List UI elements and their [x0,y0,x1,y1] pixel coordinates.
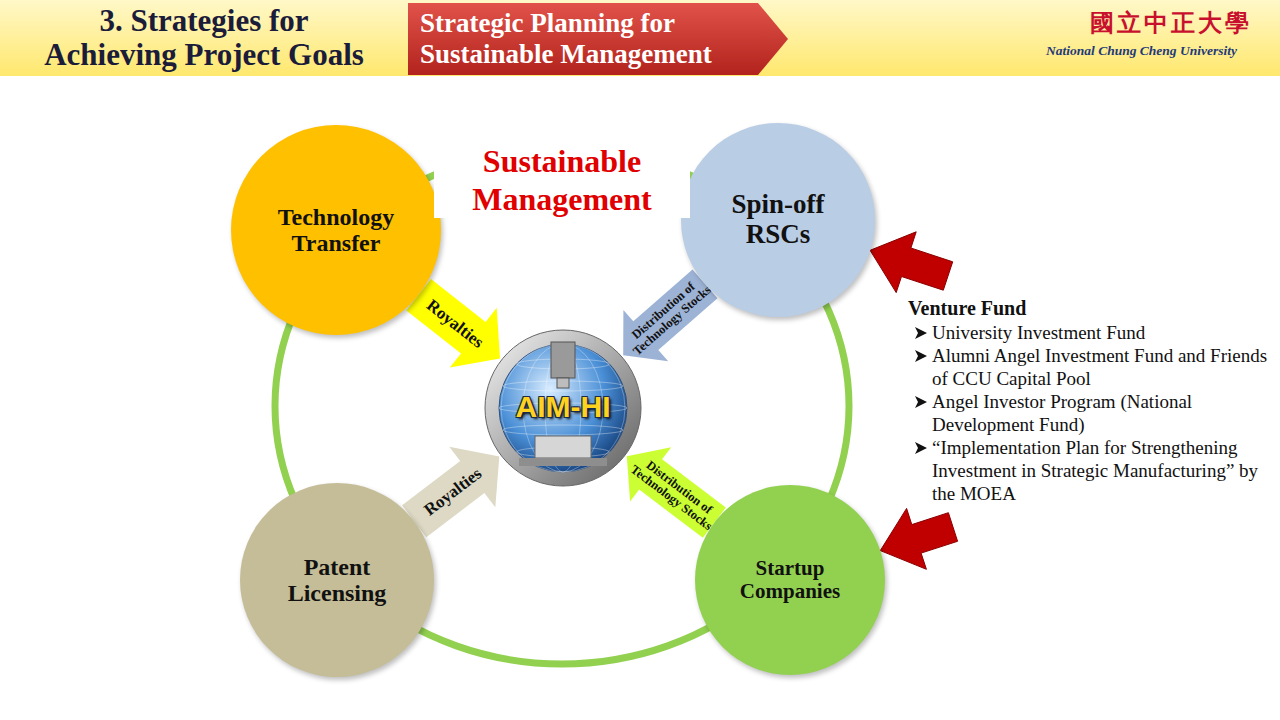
circle-label: Technology Transfer [261,204,411,257]
bullet-text: “Implementation Plan for Strengthening I… [932,436,1270,505]
activity-circle: Patent Licensing [240,483,434,677]
block-arrow [870,232,953,293]
machine-spindle-tip [557,378,569,388]
globe-latitude [503,425,623,435]
university-logo-english: National Chung Cheng University [1046,42,1274,60]
bullet-item: University Investment Fund [908,321,1270,344]
bullet-text: University Investment Fund [932,321,1270,344]
bullet-text: Alumni Angel Investment Fund and Friends… [932,344,1270,390]
banner-arrow [408,3,788,75]
title-banner: Strategic Planning for Sustainable Manag… [408,3,788,75]
bullet-arrow [914,441,928,455]
machine-workpiece [535,436,591,458]
emblem-label: AIM-HI [483,390,643,424]
bullet-item: Alumni Angel Investment Fund and Friends… [908,344,1270,390]
activity-circle: Technology Transfer [231,125,441,335]
bullet-arrow-shape [915,327,927,339]
university-logo-chinese: 國立中正大學 [1090,8,1260,38]
slide-title: 3. Strategies for Achieving Project Goal… [36,4,372,72]
block-arrow [880,508,957,569]
arrow-label: Distribution of Technology Stocks [622,448,727,537]
circle-label: Patent Licensing [272,554,402,607]
cycle-title: Sustainable Management [434,142,690,218]
bullet-arrow-shape [915,442,927,454]
fund-list: Venture FundUniversity Investment FundAl… [908,296,1270,505]
arrow-label: Royalties [423,296,487,351]
bullet-text: Angel Investor Program (National Develop… [932,390,1270,436]
list-heading: Venture Fund [908,296,1270,321]
circle-label: Startup Companies [723,557,858,603]
machine-spindle [551,342,575,378]
bullet-item: Angel Investor Program (National Develop… [908,390,1270,436]
machine-table [519,458,607,466]
arrow-label: Royalties [420,465,484,520]
block-arrow [402,447,499,537]
bullet-arrow-shape [915,396,927,408]
header-band [0,0,1280,76]
bullet-arrow [914,326,928,340]
bullet-arrow [914,349,928,363]
bullet-arrow [914,395,928,409]
arrow-label: Distribution of Technology Stocks [617,269,719,363]
hub-emblem: AIM-HI [483,328,643,488]
circle-label: Spin-off RSCs [718,190,838,249]
bullet-item: “Implementation Plan for Strengthening I… [908,436,1270,505]
bullet-arrow-shape [915,350,927,362]
banner-text: Strategic Planning for Sustainable Manag… [420,8,740,70]
activity-circle: Startup Companies [695,485,885,675]
